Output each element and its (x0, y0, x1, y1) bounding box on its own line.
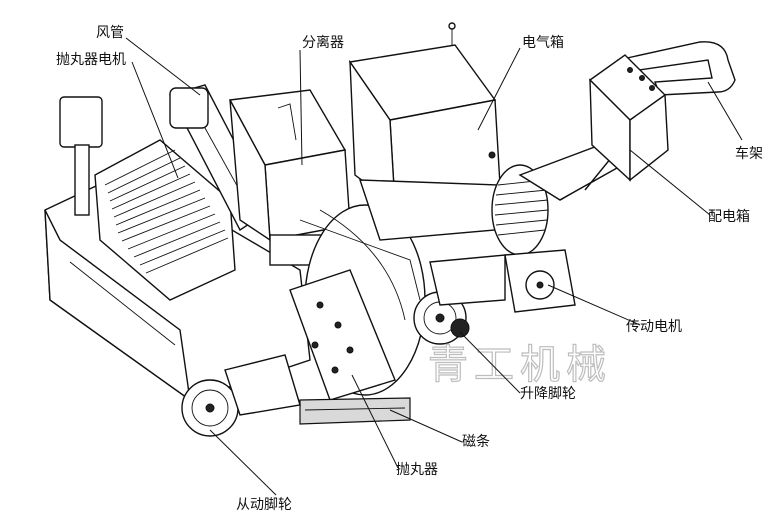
leader-lines (125, 37, 743, 496)
distribution-box (588, 54, 669, 182)
part-labels: 风管 抛丸器电机 分离器 电气箱 车架 配电箱 传动电机 升降脚轮 磁条 抛丸器… (56, 25, 763, 513)
magnetic-strip (299, 397, 411, 425)
watermark-text: 青工机械 (428, 342, 612, 388)
lifting-wheel (413, 254, 506, 345)
label-drive-motor: 传动电机 (626, 319, 682, 335)
label-separator: 分离器 (302, 34, 344, 51)
driven-wheel (181, 354, 301, 437)
electric-box (348, 22, 501, 241)
label-driven-wheel: 从动脚轮 (236, 497, 292, 513)
label-frame: 车架 (735, 145, 763, 162)
machine-illustration: 青工机械 (44, 22, 736, 437)
drive-motor (491, 164, 576, 313)
label-blast-motor: 抛丸器电机 (56, 52, 126, 68)
label-air-duct: 风管 (96, 25, 124, 41)
label-blaster: 抛丸器 (396, 462, 438, 478)
blast-motor (59, 96, 236, 301)
label-distribution-box: 配电箱 (708, 209, 750, 225)
label-lifting-wheel: 升降脚轮 (520, 386, 576, 402)
label-electric-box: 电气箱 (522, 35, 564, 51)
label-magnetic-strip: 磁条 (462, 433, 490, 450)
blaster (289, 269, 396, 401)
